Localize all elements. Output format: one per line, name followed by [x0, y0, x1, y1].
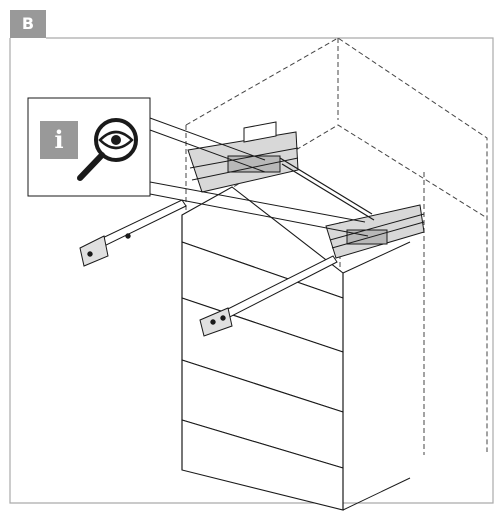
rear-rail: [279, 157, 375, 221]
info-icon: i: [40, 121, 78, 159]
callout-lines: [149, 117, 369, 237]
cabinet-side: [342, 241, 411, 511]
slide-left: [79, 121, 299, 267]
step-label: B: [10, 10, 46, 38]
slide-right: [199, 204, 425, 337]
figure-frame: [9, 37, 494, 504]
drawer-fronts: [181, 186, 344, 511]
magnifier-eye-icon: [77, 118, 138, 181]
